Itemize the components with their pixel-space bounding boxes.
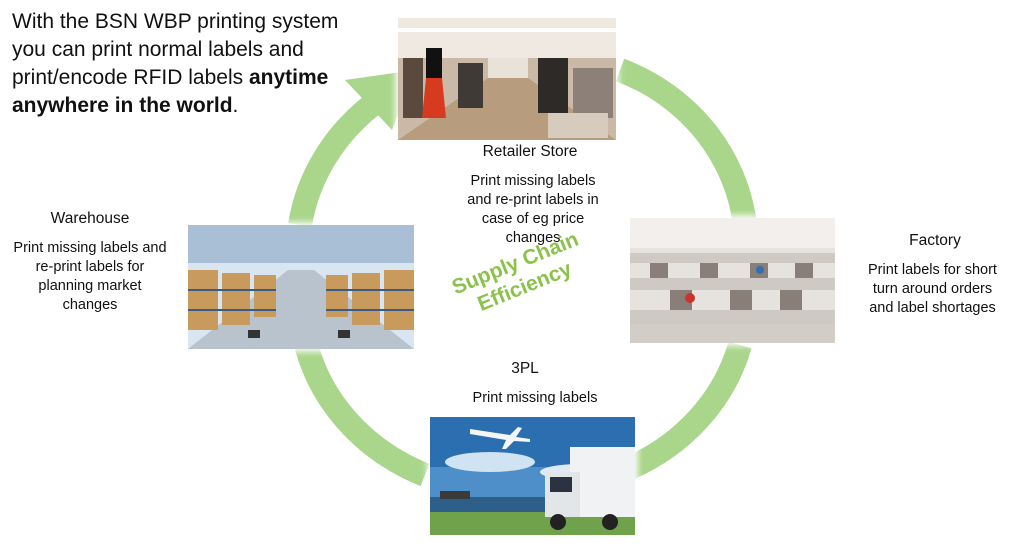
- 3pl-photo: [430, 417, 635, 535]
- arc-top-right: [615, 58, 757, 227]
- intro-line: With the BSN WBP printing system you can…: [12, 10, 339, 89]
- retailer-desc-line: changes: [505, 230, 561, 246]
- retailer-title: Retailer Store: [482, 143, 578, 160]
- intro-text: With the BSN WBP printing system you can…: [12, 8, 342, 120]
- retailer-desc-line: and re-print labels in: [467, 192, 599, 208]
- arc-bottom-right: [620, 341, 752, 482]
- retailer-desc-line: case of eg price: [481, 211, 585, 227]
- intro-emphasis: anytime anywhere in the world: [12, 66, 329, 117]
- warehouse-desc-line: planning market: [38, 278, 142, 294]
- factory-desc-line: and label shortages: [869, 300, 996, 316]
- 3pl-title: 3PL: [511, 360, 539, 377]
- warehouse-desc: Print missing labels and re-print labels…: [0, 239, 180, 315]
- warehouse-desc-line: re-print labels for: [35, 259, 145, 275]
- retailer-store-photo: [398, 18, 616, 140]
- retailer-desc: Print missing labels and re-print labels…: [428, 172, 638, 248]
- factory-desc-line: Print labels for short: [868, 262, 997, 278]
- warehouse-desc-line: Print missing labels and: [13, 240, 167, 256]
- 3pl-desc: Print missing labels: [440, 389, 630, 408]
- arrow-head-top-left: [345, 70, 415, 130]
- intro-end: .: [232, 94, 239, 117]
- arc-top-left: [288, 95, 380, 228]
- warehouse-title: Warehouse: [50, 210, 130, 227]
- factory-title: Factory: [909, 232, 961, 249]
- factory-photo: [630, 218, 835, 343]
- warehouse-photo: [188, 225, 414, 349]
- warehouse-desc-line: changes: [62, 297, 118, 313]
- arc-bottom-left: [293, 337, 430, 487]
- factory-desc: Print labels for short turn around order…: [845, 261, 1020, 318]
- retailer-desc-line: Print missing labels: [470, 173, 596, 189]
- 3pl-desc-line: Print missing labels: [472, 390, 598, 406]
- factory-desc-line: turn around orders: [872, 281, 993, 297]
